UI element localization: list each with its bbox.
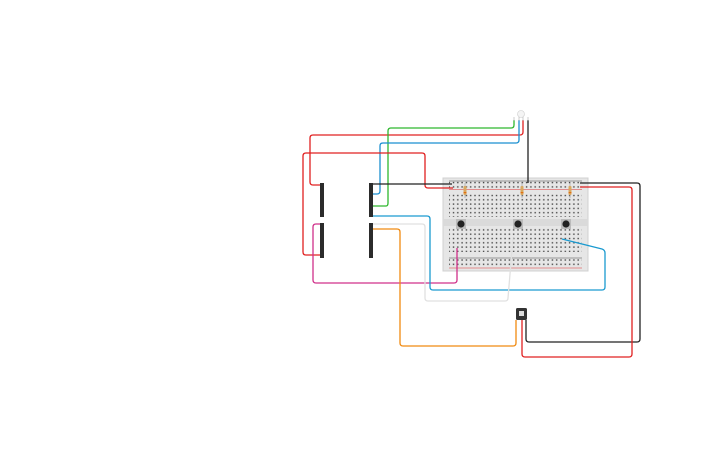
wire-green-led[interactable]	[373, 120, 515, 207]
wire-white[interactable]	[373, 223, 514, 302]
wire-orange[interactable]	[373, 228, 517, 347]
resistor-3[interactable]	[568, 183, 572, 198]
resistor-2[interactable]	[520, 183, 524, 198]
wire-magenta[interactable]	[312, 223, 458, 284]
wire-black-transistor[interactable]	[525, 182, 641, 343]
push-button-1[interactable]	[456, 219, 466, 229]
header-left-top[interactable]	[320, 183, 324, 217]
header-right-top[interactable]	[369, 183, 373, 217]
top-terminal-strip	[449, 193, 582, 217]
bottom-terminal-strip	[449, 228, 582, 252]
wire-blue-led[interactable]	[373, 120, 520, 195]
header-right-bottom[interactable]	[369, 223, 373, 258]
resistors	[463, 183, 572, 198]
wire-red-led[interactable]	[309, 120, 524, 186]
header-left-bottom[interactable]	[320, 223, 324, 258]
wire-blue-button[interactable]	[373, 215, 606, 291]
top-power-rail	[449, 181, 582, 189]
push-button-3[interactable]	[561, 219, 571, 229]
wire-red-transistor[interactable]	[521, 186, 633, 358]
resistor-1[interactable]	[463, 183, 467, 198]
rgb-led[interactable]	[513, 110, 529, 122]
bottom-power-rail	[449, 259, 582, 267]
push-buttons	[456, 219, 571, 229]
wire-red-rail[interactable]	[302, 152, 453, 256]
pin-headers	[320, 183, 373, 258]
push-button-2[interactable]	[513, 219, 523, 229]
transistor[interactable]	[516, 308, 527, 320]
